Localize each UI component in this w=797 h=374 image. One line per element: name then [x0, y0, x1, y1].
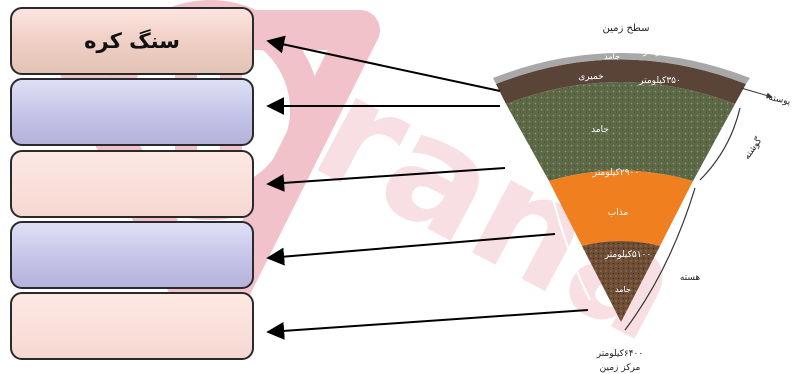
- answer-box-1: سنگ کره: [10, 7, 254, 75]
- crust-label: پوسته: [767, 93, 791, 108]
- plastic-state-label: خمیری: [578, 72, 604, 82]
- left-brace-core: [549, 185, 591, 301]
- arrow-5: [266, 309, 589, 340]
- right-brace-core: [624, 187, 696, 331]
- outer-core-state-label: مذاب: [608, 208, 629, 218]
- crust-pointer: [740, 87, 773, 99]
- crust-depth-label: ۱۰۰کیلومتر: [642, 47, 685, 57]
- plastic-depth-label: ۳۵۰کیلومتر: [638, 76, 681, 86]
- mantle-label: گوشته: [741, 134, 765, 161]
- crust-state-label: جامد: [604, 52, 620, 61]
- right-brace-mantle: [699, 107, 741, 181]
- surface-label: سطح زمین: [602, 23, 649, 34]
- crust-band: [493, 53, 750, 84]
- center-label: مرکز زمین: [600, 363, 641, 373]
- center-depth-label: ۶۴۰۰کیلومتر: [596, 349, 643, 359]
- left-brace-mantle: [504, 107, 521, 173]
- mantle-layer: [506, 82, 735, 181]
- answer-box-5: [10, 292, 254, 360]
- mantle-depth-label: ۲۹۰۰کیلومتر: [592, 168, 639, 178]
- answer-box-1-label: سنگ کره: [84, 29, 180, 53]
- mantle-state-label: جامد: [591, 125, 609, 135]
- inner-core-state-label: جامد: [615, 285, 631, 294]
- outer-core-layer: [549, 170, 693, 246]
- arrow-3: [266, 167, 506, 192]
- answer-box-3: [10, 150, 254, 218]
- inner-core-layer: [582, 241, 660, 322]
- arrow-1: [266, 35, 501, 92]
- outer-core-depth-label: ۵۱۰۰کیلومتر: [604, 250, 651, 260]
- core-label: هسته: [680, 273, 701, 283]
- arrow-4: [266, 233, 556, 266]
- answer-box-2: [10, 78, 254, 146]
- plastic-layer: [496, 59, 746, 104]
- left-brace-upper: [491, 89, 499, 114]
- answer-box-4: [10, 221, 254, 289]
